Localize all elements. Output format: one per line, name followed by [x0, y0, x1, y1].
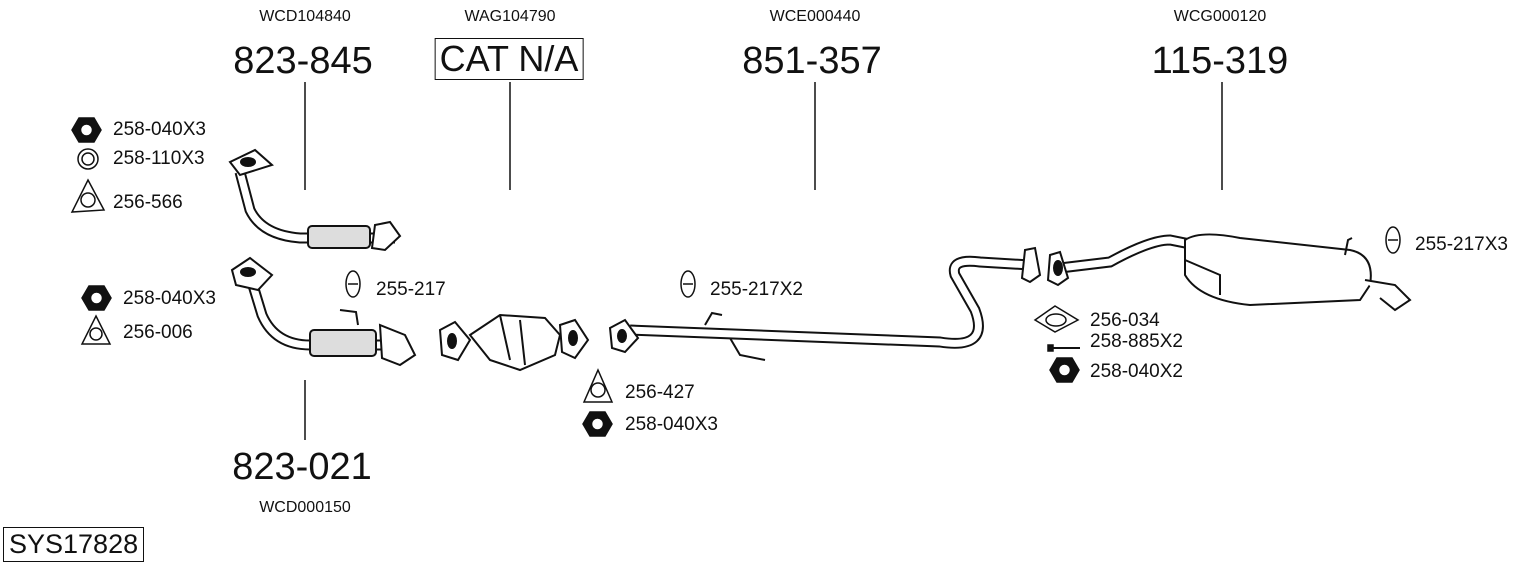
part-ref: WCD104840: [259, 8, 351, 25]
rubber-hanger-icon: [345, 270, 361, 298]
middle-pipe-851-357: [608, 246, 1042, 361]
rear-silencer-115-319: [1046, 233, 1412, 312]
triangle-gasket-icon: [582, 368, 614, 403]
part-ref: WCG000120: [1173, 8, 1267, 25]
accessory-label[interactable]: 258-040X3: [625, 414, 718, 435]
triangle-gasket-icon: [70, 178, 106, 213]
accessory-label[interactable]: 258-040X3: [113, 119, 206, 140]
accessory-label[interactable]: 255-217X2: [710, 279, 803, 300]
oval-gasket-icon: [1033, 305, 1080, 333]
accessory-label[interactable]: 256-566: [113, 192, 183, 213]
part-ref: WCD000150: [259, 499, 351, 516]
rubber-hanger-icon: [1385, 226, 1401, 254]
part-number[interactable]: 115-319: [1151, 40, 1289, 82]
front-pipe-823-845: [228, 148, 402, 252]
bolt-icon: [1047, 344, 1080, 352]
accessory-label[interactable]: 258-885X2: [1090, 331, 1183, 352]
part-number[interactable]: CAT N/A: [434, 38, 584, 80]
triangle-gasket-icon: [80, 314, 112, 345]
part-number[interactable]: 823-021: [232, 446, 372, 488]
accessory-label[interactable]: 255-217: [376, 279, 446, 300]
accessory-label[interactable]: 256-427: [625, 382, 695, 403]
catalytic-converter: [438, 313, 590, 372]
system-id: SYS17828: [3, 527, 145, 562]
hex-nut-icon: [582, 411, 613, 437]
hex-nut-icon: [1049, 357, 1080, 383]
accessory-label[interactable]: 255-217X3: [1415, 234, 1508, 255]
accessory-label[interactable]: 256-006: [123, 322, 193, 343]
accessory-label[interactable]: 258-040X3: [123, 288, 216, 309]
part-number[interactable]: 851-357: [742, 40, 882, 82]
hex-nut-icon: [71, 117, 102, 143]
rubber-hanger-icon: [680, 270, 696, 298]
accessory-label[interactable]: 258-110X3: [113, 148, 205, 169]
part-number[interactable]: 823-845: [233, 40, 373, 82]
accessory-label[interactable]: 256-034: [1090, 310, 1160, 331]
accessory-label[interactable]: 258-040X2: [1090, 361, 1183, 382]
hex-nut-icon: [81, 285, 112, 311]
part-ref: WCE000440: [769, 8, 861, 25]
part-ref: WAG104790: [464, 8, 556, 25]
front-pipe-823-021: [230, 256, 417, 367]
washer-ring-icon: [77, 148, 99, 170]
